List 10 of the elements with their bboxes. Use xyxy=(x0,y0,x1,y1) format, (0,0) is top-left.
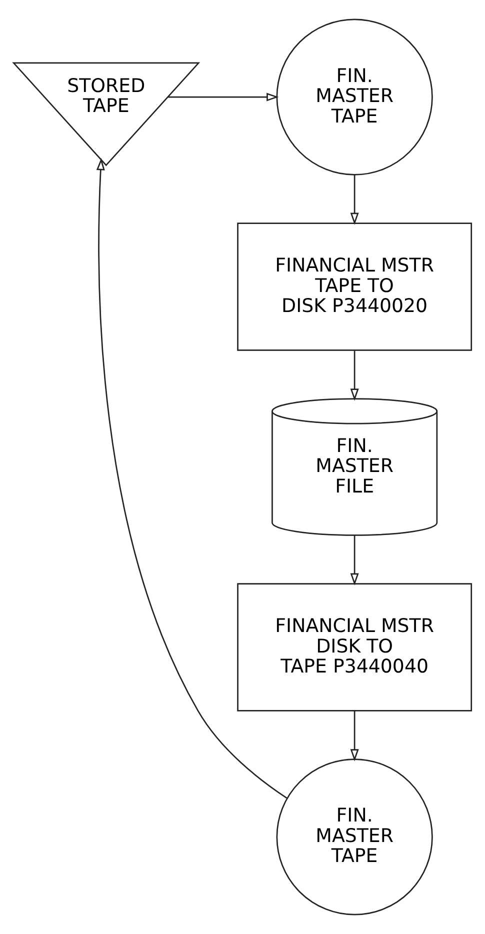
node-circle: FIN. MASTER TAPE xyxy=(276,18,433,176)
arrow xyxy=(96,158,288,799)
node-circle: FIN. MASTER TAPE xyxy=(276,758,433,916)
node-box: FINANCIAL MSTR DISK TO TAPE P3440040 xyxy=(237,583,472,712)
node-box: FINANCIAL MSTR TAPE TO DISK P3440020 xyxy=(237,222,472,351)
arrow xyxy=(350,174,359,225)
arrow xyxy=(350,535,359,586)
arrow xyxy=(350,710,359,762)
arrow xyxy=(350,350,359,401)
arrow xyxy=(168,92,279,102)
